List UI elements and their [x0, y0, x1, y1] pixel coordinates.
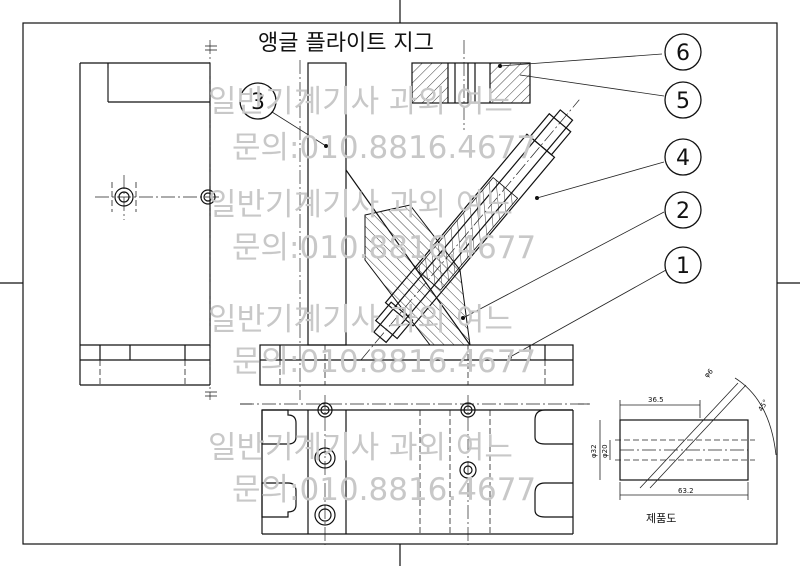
dim-length-top: 36.5 — [648, 396, 664, 404]
top-view — [240, 395, 590, 545]
watermark-3-line2: 문의:010.8816.4677 — [232, 344, 536, 380]
balloon-3-label: 3 — [251, 90, 265, 115]
watermark-4-line1: 일반기계기사 과외 여느 — [208, 430, 513, 466]
watermark-3-line1: 일반기계기사 과외 여느 — [208, 302, 513, 338]
leader-lines — [271, 53, 667, 359]
balloon-5-label: 5 — [676, 89, 690, 114]
dim-hole-dia: φ6 — [703, 367, 715, 379]
balloon-6: 6 — [664, 33, 702, 71]
dim-dia-outer: φ32 — [590, 444, 598, 458]
balloon-5: 5 — [664, 81, 702, 119]
balloon-1-label: 1 — [676, 254, 690, 279]
front-view — [259, 40, 580, 400]
balloon-4: 4 — [664, 138, 702, 176]
watermark-1-line1: 일반기계기사 과외 여느 — [208, 84, 513, 120]
product-drawing: 36.5 63.2 φ32 φ20 φ6 45° 제품도 — [590, 367, 777, 525]
balloon-6-label: 6 — [676, 41, 690, 66]
side-view — [79, 40, 222, 400]
balloon-2: 2 — [664, 191, 702, 229]
balloon-4-label: 4 — [676, 146, 690, 171]
watermark-2-line1: 일반기계기사 과외 여느 — [208, 187, 513, 223]
dim-length-total: 63.2 — [678, 487, 694, 495]
product-label: 제품도 — [646, 512, 676, 525]
watermark-4-line2: 문의:010.8816.4677 — [232, 472, 536, 508]
drawing-title: 앵글 플라이트 지그 — [258, 31, 434, 56]
dim-dia-inner: φ20 — [601, 444, 609, 458]
watermark-2-line2: 문의:010.8816.4677 — [232, 230, 536, 266]
watermarks: 일반기계기사 과외 여느 문의:010.8816.4677 일반기계기사 과외 … — [208, 84, 536, 508]
watermark-1-line2: 문의:010.8816.4677 — [232, 130, 536, 166]
dim-angle: 45° — [757, 398, 770, 413]
balloon-2-label: 2 — [676, 199, 690, 224]
balloon-1: 1 — [664, 246, 702, 284]
balloon-3: 3 — [239, 82, 277, 120]
